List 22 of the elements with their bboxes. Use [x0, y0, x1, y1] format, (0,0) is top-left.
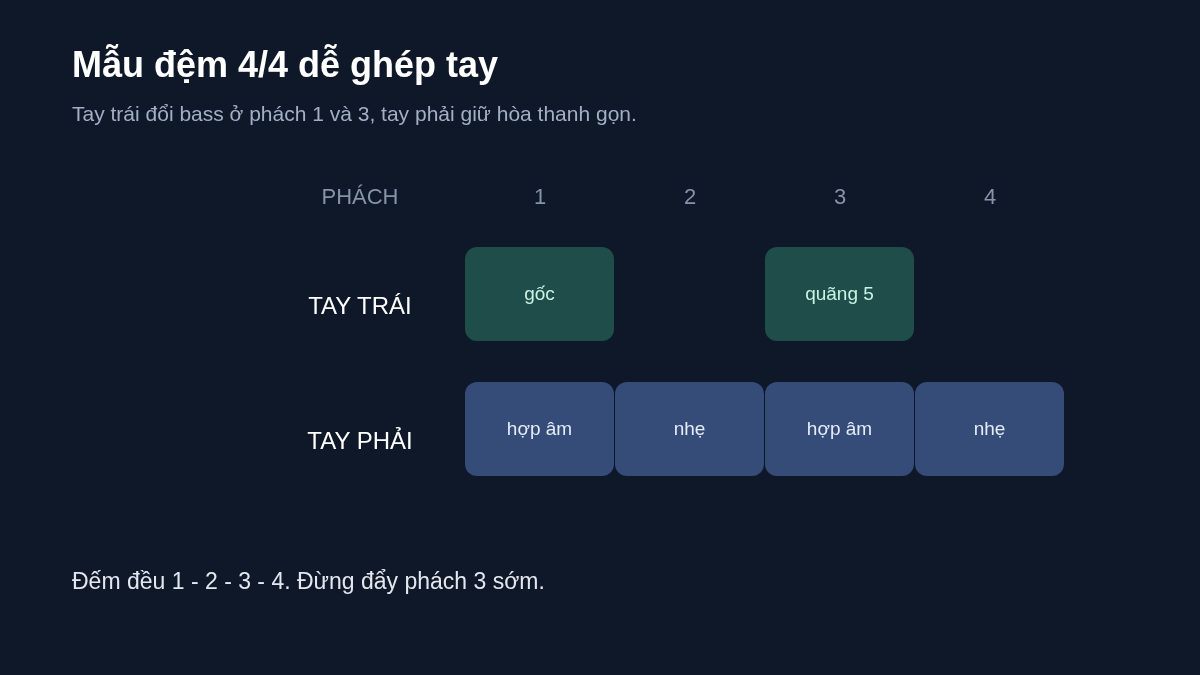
box-text: hợp âm — [806, 418, 873, 440]
box-text: gốc — [524, 283, 555, 305]
beat-number: 2 — [683, 184, 697, 210]
box-text: quãng 5 — [805, 283, 874, 305]
chord-box — [465, 382, 614, 476]
box-text: nhẹ — [973, 418, 1006, 440]
beat-number: 1 — [533, 184, 547, 210]
beat-number: 3 — [833, 184, 847, 210]
box-text: hợp âm — [506, 418, 573, 440]
footnote: Đếm đều 1 - 2 - 3 - 4. Đừng đẩy phách 3 sớm. — [72, 568, 545, 595]
chord-box — [915, 382, 1064, 476]
column-header: PHÁCH — [321, 184, 399, 210]
bass-note-box — [765, 247, 914, 341]
beat-number: 4 — [983, 184, 997, 210]
row-label: TAY TRÁI — [308, 292, 412, 320]
box-text: nhẹ — [673, 418, 706, 440]
chord-box — [615, 382, 764, 476]
subtitle: Tay trái đổi bass ở phách 1 và 3, tay phải giữ hòa thanh gọn. — [72, 102, 637, 126]
row-label: TAY PHẢI — [307, 427, 413, 455]
bass-note-box — [465, 247, 614, 341]
diagram-title: Mẫu đệm 4/4 dễ ghép tay — [72, 44, 499, 86]
chord-box — [765, 382, 914, 476]
